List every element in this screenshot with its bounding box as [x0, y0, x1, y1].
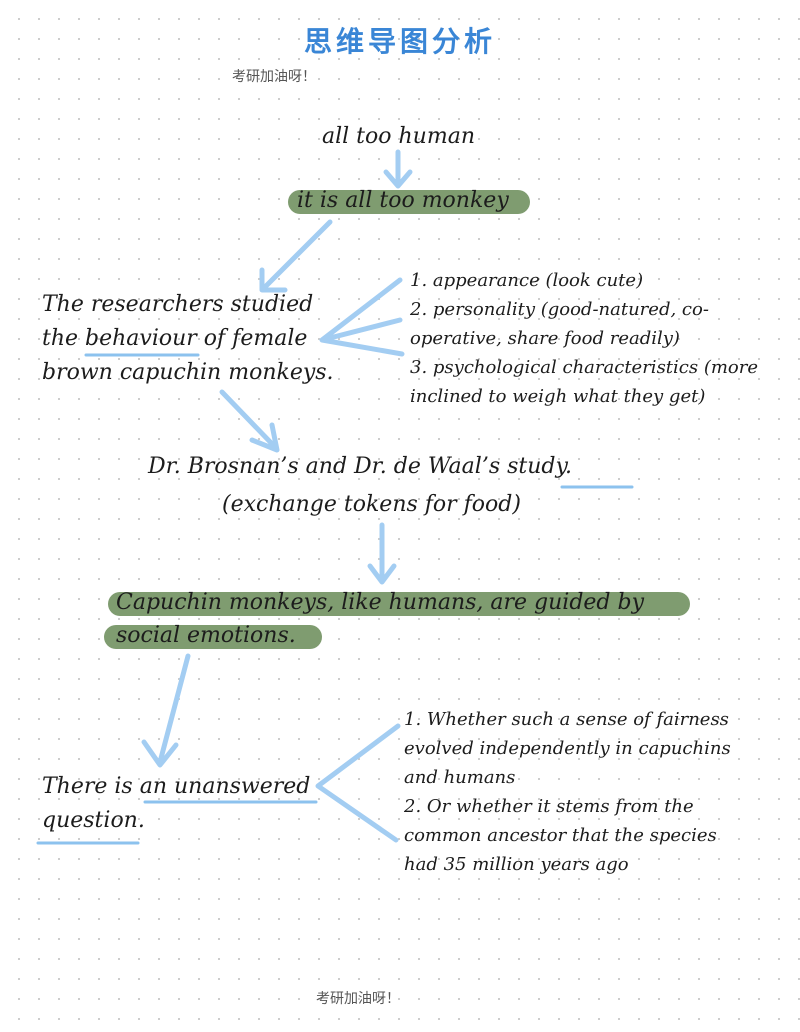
traits-line-1: 1. appearance (look cute): [410, 270, 644, 291]
traits-line-5: inclined to weigh what they get): [410, 386, 706, 407]
researchers-line-1: The researchers studied: [42, 292, 314, 317]
arrow-root-to-monkey: [383, 149, 413, 189]
node-researchers: The researchers studied the behaviour of…: [42, 288, 334, 390]
question-line-2: question.: [42, 808, 145, 833]
arrow-study-to-guided: [367, 522, 397, 585]
possibilities-line-6: had 35 million years ago: [404, 854, 629, 875]
node-study-line-1: Dr. Brosnan’s and Dr. de Waal’s study.: [148, 454, 572, 479]
page-title: 思维导图分析: [303, 25, 496, 58]
arrow-monkey-to-researchers: [259, 219, 333, 293]
fan-question-to-possibilities: [315, 723, 401, 843]
node-question: There is an unanswered question.: [42, 770, 310, 838]
highlight-guided-1: [108, 592, 690, 616]
highlight-guided-2: [104, 625, 322, 649]
node-guided-line-1: Capuchin monkeys, like humans, are guide…: [116, 590, 645, 615]
possibilities-line-1: 1. Whether such a sense of fairness: [404, 709, 729, 730]
traits-line-3: operative, share food readily): [410, 328, 680, 349]
arrow-guided-to-question: [141, 653, 191, 768]
highlight-monkey: [288, 190, 530, 214]
node-root: all too human: [322, 124, 475, 149]
watermark-bottom: 考研加油呀！: [316, 991, 400, 1007]
question-line-1: There is an unanswered: [42, 774, 311, 799]
possibilities-line-4: 2. Or whether it stems from the: [404, 796, 694, 817]
possibilities-line-2: evolved independently in capuchins: [404, 738, 731, 759]
node-possibilities: 1. Whether such a sense of fairness evol…: [404, 705, 731, 879]
researchers-line-2: the behaviour of female: [42, 326, 308, 351]
possibilities-line-3: and humans: [404, 767, 516, 788]
watermark-top: 考研加油呀！: [232, 69, 316, 85]
node-traits: 1. appearance (look cute) 2. personality…: [410, 266, 758, 411]
traits-line-4: 3. psychological characteristics (more: [410, 357, 759, 378]
node-study-line-2: (exchange tokens for food): [222, 492, 521, 517]
arrow-researchers-to-study: [219, 389, 280, 453]
fan-researchers-to-traits: [319, 277, 405, 357]
traits-line-2: 2. personality (good-natured, co-: [410, 299, 709, 320]
node-monkey: it is all too monkey: [297, 188, 509, 213]
possibilities-line-5: common ancestor that the species: [404, 825, 717, 846]
researchers-line-3: brown capuchin monkeys.: [42, 360, 334, 385]
node-guided-line-2: social emotions.: [116, 623, 296, 648]
